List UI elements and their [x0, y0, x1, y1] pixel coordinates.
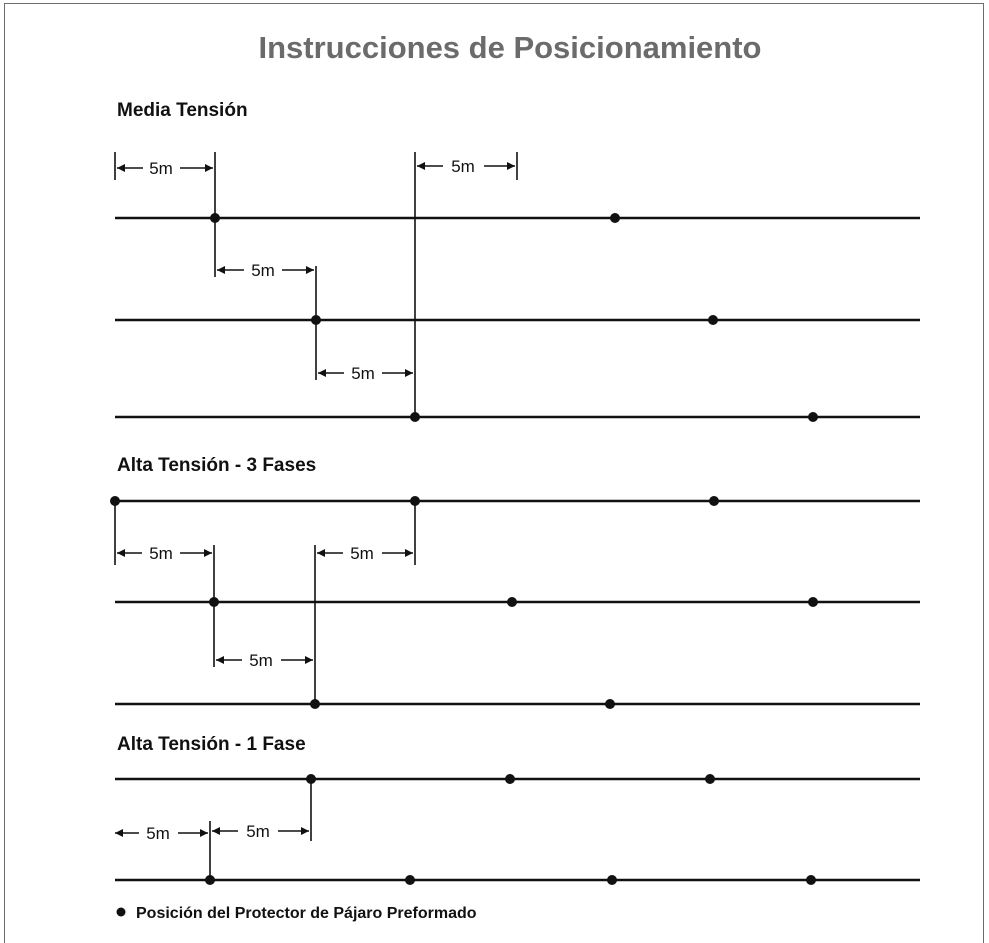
protector-position-marker — [110, 496, 120, 506]
protector-position-marker — [405, 875, 415, 885]
dimension-label: 5m — [249, 651, 273, 670]
protector-position-marker — [209, 597, 219, 607]
protector-position-marker — [310, 699, 320, 709]
dimension-label: 5m — [451, 157, 475, 176]
protector-position-marker — [205, 875, 215, 885]
alta-tension-1-fase-conductors — [115, 777, 920, 882]
protector-position-marker — [311, 315, 321, 325]
dimension-label: 5m — [350, 544, 374, 563]
media-tension-dimensions: 5m 5m 5m 5m — [117, 157, 515, 383]
page-title: Instrucciones de Posicionamiento — [258, 30, 761, 65]
protector-position-marker — [410, 412, 420, 422]
alta-tension-1-fase-dimensions: 5m 5m — [115, 822, 309, 843]
protector-position-marker — [806, 875, 816, 885]
protector-position-marker — [709, 496, 719, 506]
protector-position-marker — [605, 699, 615, 709]
alta-tension-3-fases-dimensions: 5m 5m 5m — [117, 544, 413, 670]
protector-position-marker — [705, 774, 715, 784]
legend-text: Posición del Protector de Pájaro Preform… — [136, 905, 477, 922]
dimension-label: 5m — [149, 544, 173, 563]
dimension-label: 5m — [246, 822, 270, 841]
protector-position-marker — [306, 774, 316, 784]
alta-tension-1-fase-markers — [205, 774, 816, 885]
dimension-label: 5m — [251, 261, 275, 280]
protector-position-marker — [808, 412, 818, 422]
protector-position-marker — [507, 597, 517, 607]
protector-position-marker — [808, 597, 818, 607]
protector-position-marker — [607, 875, 617, 885]
protector-position-marker — [210, 213, 220, 223]
dimension-label: 5m — [146, 824, 170, 843]
alta-tension-3-fases-markers — [110, 496, 818, 709]
section-heading-alta-tension-3-fases: Alta Tensión - 3 Fases — [117, 455, 316, 476]
media-tension-verticals — [114, 152, 518, 417]
section-heading-media-tension: Media Tensión — [117, 100, 248, 121]
media-tension-conductors — [115, 216, 920, 419]
diagram-frame — [4, 3, 984, 943]
alta-tension-3-fases-conductors — [115, 499, 920, 706]
alta-tension-1-fase-verticals — [209, 779, 312, 880]
dimension-label: 5m — [149, 159, 173, 178]
media-tension-markers — [210, 213, 818, 422]
protector-position-marker — [505, 774, 515, 784]
section-heading-alta-tension-1-fase: Alta Tensión - 1 Fase — [117, 734, 306, 755]
dimension-label: 5m — [351, 364, 375, 383]
protector-position-marker — [410, 496, 420, 506]
protector-position-marker — [610, 213, 620, 223]
legend: Posición del Protector de Pájaro Preform… — [116, 905, 477, 922]
legend-marker-icon — [116, 907, 126, 917]
protector-position-marker — [708, 315, 718, 325]
